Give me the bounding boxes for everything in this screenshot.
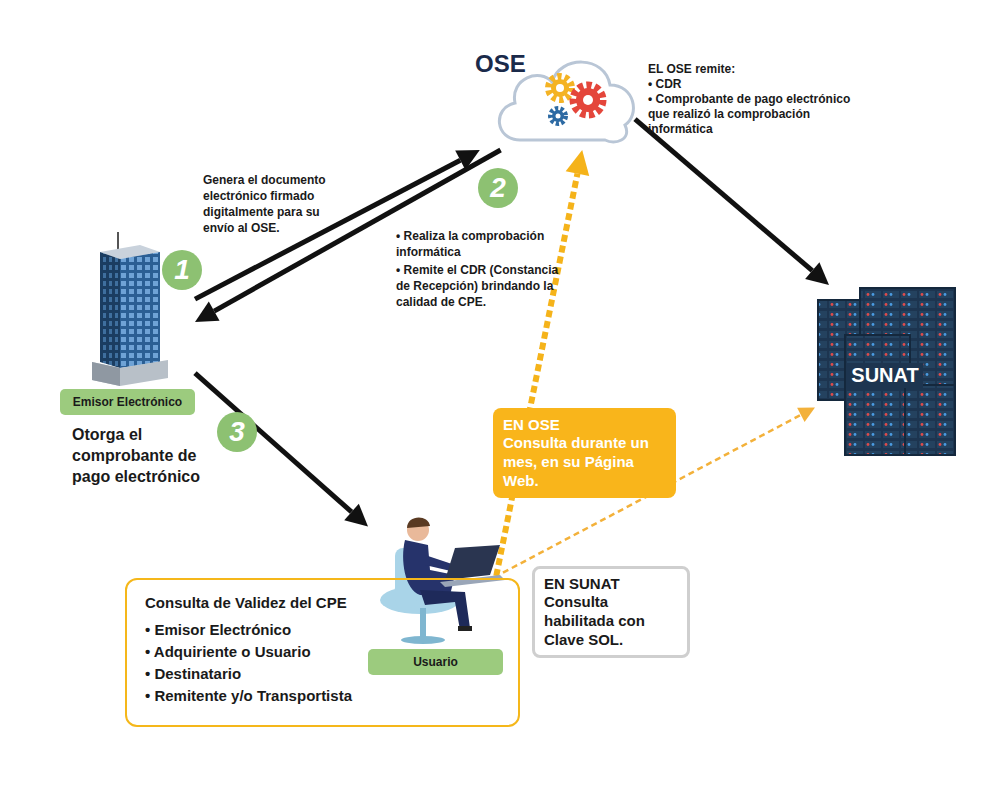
node-text: Usuario [368,649,503,675]
node-text: • Emisor Electrónico [145,619,500,641]
annotation: • Realiza la comprobación informática [396,228,561,260]
annotation: • Remite el CDR (Constancia de Recepción… [396,262,561,310]
arrow-head [566,150,590,176]
node-text: EN OSE [503,416,666,433]
person-icon [380,518,505,644]
arrow-head [195,302,220,322]
query-arrow [496,150,589,576]
node-text: Consulta durante un mes, en su Página We… [503,433,666,490]
connector-line [195,373,352,512]
annotation: • Comprobante de pago electrónico que re… [648,92,863,137]
node-text: OSE [475,50,526,78]
annotation: Genera el documento electrónico firmado … [203,172,348,236]
building-icon [92,232,168,386]
usuario-node: Usuario [368,510,503,675]
callout-box: EN SUNATConsulta habilitada con Clave SO… [532,566,690,658]
node-text: Emisor Electrónico [60,389,195,415]
flow-arrow [635,119,829,285]
callout-box: EN OSEConsulta durante un mes, en su Pág… [493,408,676,498]
node-text: • Destinatario [145,663,500,685]
annotation: • CDR [648,77,863,92]
annotation: EL OSE remite: [648,62,863,77]
node-text: EN SUNAT [544,575,678,592]
arrow-head [344,504,368,527]
node-text: SUNAT [847,363,922,388]
group-box: Consulta de Validez del CPE • Emisor Elec… [125,578,520,727]
node-text: • Remitente y/o Transportista [145,685,500,707]
node-text: • Adquiriente o Usuario [145,641,500,663]
cloud-node: OSE [475,40,635,150]
connector-line [635,119,812,271]
callout-number: 3 [217,412,257,452]
server-icon [818,288,955,455]
node-text: Consulta de Validez del CPE [145,594,500,611]
flow-arrow [195,373,368,526]
node-text: Consulta habilitada con Clave SOL. [544,592,678,649]
callout-number: 2 [478,168,518,208]
callout-number: 1 [162,250,202,290]
annotation: Otorga el comprobante de pago electrónic… [72,424,212,487]
arrow-head [805,262,829,285]
sunat-node: SUNAT [815,285,955,455]
arrow-head [797,407,815,422]
